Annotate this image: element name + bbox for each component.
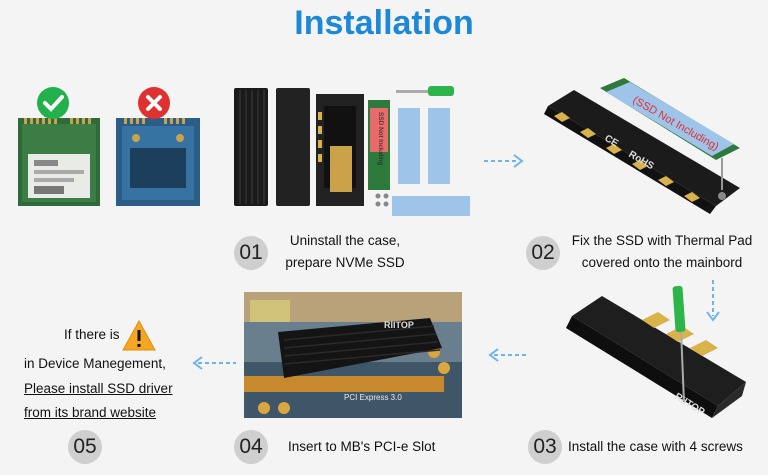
arrow-right-icon [484, 154, 524, 168]
step-02-line-1: Fix the SSD with Thermal Pad [571, 233, 753, 248]
page-title: Installation [294, 4, 474, 42]
step-number-02: 02 [526, 236, 560, 270]
warning-icon [122, 319, 156, 351]
step-01-line-2: prepare NVMe SSD [285, 255, 405, 270]
closed-case-image: RIITOP [566, 285, 746, 418]
step-04-line-1: Insert to MB's PCI-e Slot [288, 439, 436, 454]
step-05-line-3: Please install SSD driver [24, 381, 173, 396]
check-icon [37, 87, 69, 119]
step-02-text: Fix the SSD with Thermal Pad covered ont… [562, 230, 762, 274]
step-number-01: 01 [234, 236, 268, 270]
arrow-left-icon [488, 348, 528, 362]
step-number-05: 05 [68, 430, 102, 464]
step-03-line-1: Install the case with 4 screws [568, 439, 743, 454]
brand-mark-mb: RIITOP [384, 320, 414, 330]
pci-express-label: PCI Express 3.0 [344, 393, 402, 402]
ssd-on-adapter-image: (SSD Not Including) RoHS CE [544, 78, 740, 214]
step-03-text: Install the case with 4 screws [568, 436, 768, 458]
step-05-line-2: in Device Manegement, [24, 356, 166, 371]
step-number-03: 03 [528, 430, 562, 464]
motherboard-image: RIITOP PCI Express 3.0 [244, 292, 462, 418]
arrow-left-icon [192, 356, 236, 370]
step-04-text: Insert to MB's PCI-e Slot [288, 436, 488, 458]
incompatible-ssd-image [116, 118, 200, 206]
step-02-line-2: covered onto the mainbord [581, 255, 743, 270]
arrow-down-icon [706, 280, 720, 322]
step-01-text: Uninstall the case, prepare NVMe SSD [270, 230, 420, 274]
step-05-line-4: from its brand website [24, 405, 157, 420]
step-number-04: 04 [234, 430, 268, 464]
cross-icon [138, 87, 170, 119]
compatible-ssd-image [18, 118, 100, 206]
step-01-line-1: Uninstall the case, [289, 233, 401, 248]
kit-parts-image: SSD Not Including [234, 86, 470, 216]
ssd-label-small: SSD Not Including [377, 112, 384, 165]
step-05-line-1: If there is [64, 327, 120, 342]
